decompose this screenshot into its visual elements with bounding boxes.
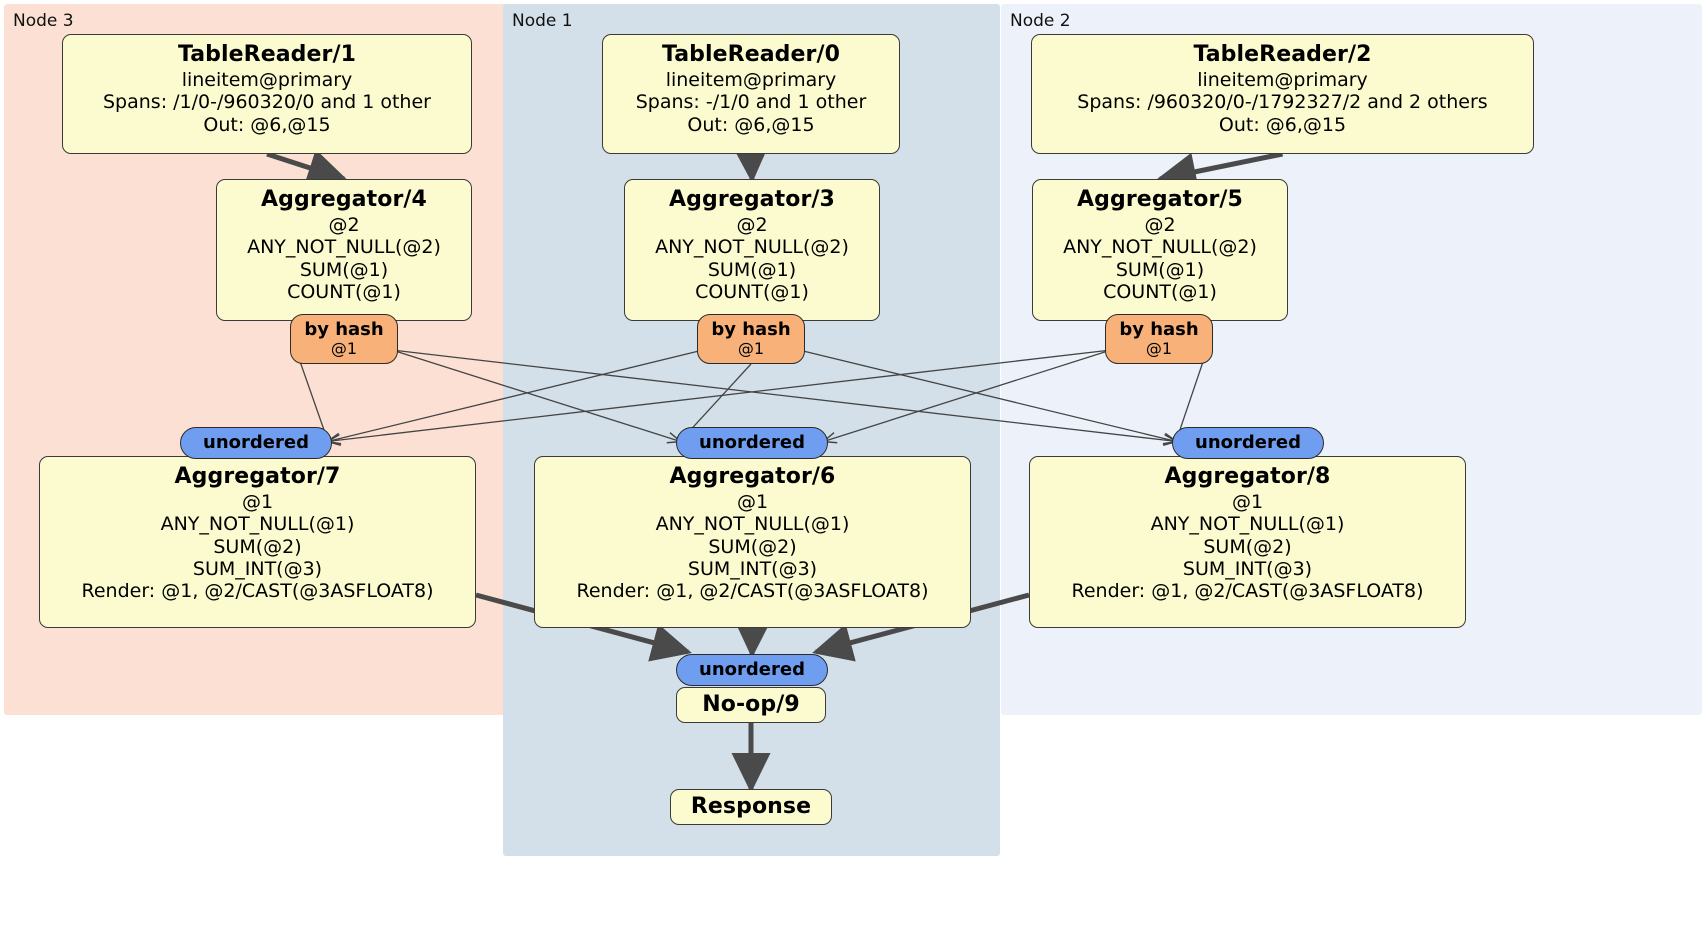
processor-detail-line: SUM(@2) — [708, 535, 797, 558]
node-panel-label-node3: Node 3 — [13, 11, 74, 31]
processor-title: Aggregator/7 — [174, 464, 341, 489]
router-sublabel: @1 — [1145, 339, 1173, 359]
processor-detail-line: COUNT(@1) — [1103, 281, 1217, 304]
processor-detail-line: ANY_NOT_NULL(@2) — [1063, 236, 1257, 259]
router-sublabel: @1 — [330, 339, 358, 359]
processor-title: Response — [690, 793, 812, 819]
processor-detail-line: lineitem@primary — [1197, 68, 1368, 91]
router-label: unordered — [203, 432, 309, 454]
processor-detail-line: lineitem@primary — [665, 68, 837, 91]
processor-detail-line: Render: @1, @2/CAST(@3ASFLOAT8) — [576, 580, 929, 603]
processor-title: TableReader/2 — [1193, 42, 1372, 67]
router-label: unordered — [699, 432, 805, 454]
processor-detail-line: SUM_INT(@3) — [1182, 558, 1313, 581]
processor-detail-line: COUNT(@1) — [287, 281, 401, 304]
router-label: by hash — [1119, 319, 1199, 341]
processor-detail-line: SUM(@2) — [213, 535, 302, 558]
router-label: by hash — [304, 319, 384, 341]
processor-detail-line: ANY_NOT_NULL(@1) — [160, 513, 355, 536]
processor-detail-line: @2 — [328, 213, 360, 236]
router-unordered-router-9[interactable]: unordered — [676, 654, 828, 686]
processor-detail-line: ANY_NOT_NULL(@1) — [655, 513, 850, 536]
processor-detail-line: SUM(@1) — [299, 258, 389, 281]
router-unordered-router-7[interactable]: unordered — [180, 427, 332, 459]
router-label: unordered — [699, 659, 805, 681]
processor-detail-line: @1 — [736, 490, 769, 513]
processor-detail-line: Out: @6,@15 — [687, 113, 815, 136]
processor-detail-line: Spans: -/1/0 and 1 other — [635, 91, 867, 114]
router-hash-router-4[interactable]: by hash@1 — [290, 314, 398, 364]
router-unordered-router-6[interactable]: unordered — [676, 427, 828, 459]
processor-title: TableReader/1 — [177, 42, 357, 67]
processor-detail-line: Out: @6,@15 — [203, 113, 331, 136]
router-label: unordered — [1195, 432, 1301, 454]
router-unordered-router-8[interactable]: unordered — [1172, 427, 1324, 459]
processor-detail-line: Out: @6,@15 — [1218, 113, 1347, 136]
processor-detail-line: @2 — [736, 213, 768, 236]
processor-title: Aggregator/8 — [1164, 464, 1331, 489]
processor-detail-line: Render: @1, @2/CAST(@3ASFLOAT8) — [81, 580, 434, 603]
processor-detail-line: COUNT(@1) — [695, 281, 809, 304]
processor-detail-line: Spans: /960320/0-/1792327/2 and 2 others — [1077, 91, 1488, 114]
processor-detail-line: Spans: /1/0-/960320/0 and 1 other — [103, 91, 431, 114]
node-panel-label-node2: Node 2 — [1010, 11, 1071, 31]
processor-detail-line: @1 — [1231, 490, 1264, 513]
router-sublabel: @1 — [737, 339, 765, 359]
processor-title: Aggregator/5 — [1077, 187, 1243, 212]
node-panel-label-node1: Node 1 — [512, 11, 573, 31]
processor-detail-line: SUM(@1) — [707, 258, 797, 281]
processor-detail-line: SUM(@2) — [1203, 535, 1292, 558]
processor-noop-9[interactable]: No-op/9 — [676, 687, 826, 723]
processor-detail-line: SUM_INT(@3) — [687, 558, 818, 581]
processor-detail-line: lineitem@primary — [181, 68, 353, 91]
processor-detail-line: SUM_INT(@3) — [192, 558, 323, 581]
processor-detail-line: @2 — [1144, 213, 1176, 236]
processor-detail-line: ANY_NOT_NULL(@2) — [655, 236, 849, 259]
processor-detail-line: @1 — [241, 490, 274, 513]
router-hash-router-3[interactable]: by hash@1 — [697, 314, 805, 364]
processor-detail-line: ANY_NOT_NULL(@2) — [247, 236, 441, 259]
processor-detail-line: SUM(@1) — [1115, 258, 1205, 281]
router-hash-router-5[interactable]: by hash@1 — [1105, 314, 1213, 364]
router-label: by hash — [711, 319, 791, 341]
processor-detail-line: ANY_NOT_NULL(@1) — [1150, 513, 1345, 536]
processor-title: Aggregator/4 — [261, 187, 427, 212]
processor-title: No-op/9 — [702, 691, 800, 717]
processor-title: TableReader/0 — [661, 42, 841, 67]
processor-detail-line: Render: @1, @2/CAST(@3ASFLOAT8) — [1071, 580, 1424, 603]
processor-response[interactable]: Response — [670, 789, 832, 825]
processor-title: Aggregator/6 — [669, 464, 836, 489]
processor-title: Aggregator/3 — [669, 187, 835, 212]
